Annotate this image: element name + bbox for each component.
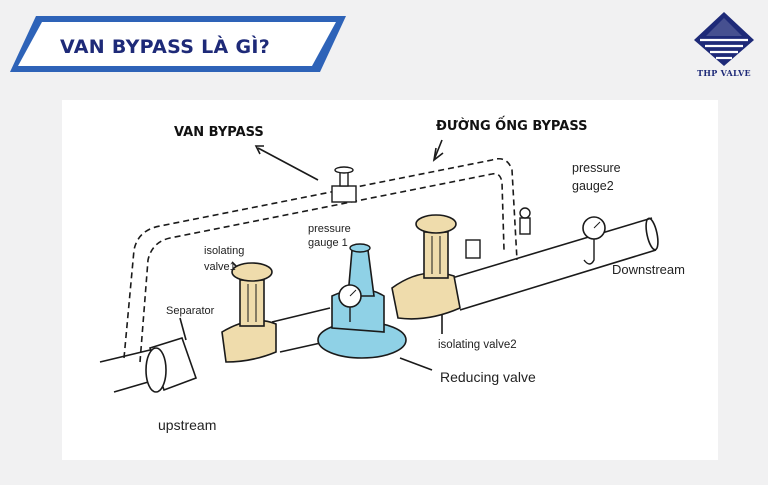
- label-pressure-gauge1-line1: pressure: [308, 223, 351, 235]
- label-pressure-gauge2-line2: gauge2: [572, 179, 614, 193]
- reducing-valve-arrow: [399, 357, 433, 371]
- pressure-gauge-2: [582, 216, 606, 265]
- brand-name: THP VALVE: [697, 68, 751, 78]
- page-title: VAN BYPASS LÀ GÌ?: [60, 36, 271, 58]
- van-bypass-arrow: [257, 147, 319, 181]
- label-isolating-valve1-line1: isolating: [204, 245, 244, 257]
- diagram-drawing: VAN BYPASS ĐƯỜNG ỐNG BYPASS pressure gau…: [99, 116, 685, 433]
- bypass-valve: [331, 166, 357, 203]
- label-pressure-gauge2-line1: pressure: [572, 161, 621, 175]
- isolating-valve-1: [221, 262, 277, 363]
- downstream-pipe: [451, 217, 657, 311]
- label-downstream: Downstream: [612, 262, 685, 277]
- bypass-line: [123, 157, 518, 359]
- banner-shape: [10, 16, 346, 72]
- pipe-fitting: [465, 207, 531, 259]
- label-bypass-pipe: ĐƯỜNG ỐNG BYPASS: [436, 116, 587, 134]
- separator: [145, 337, 198, 393]
- title-banner: VAN BYPASS LÀ GÌ?: [0, 0, 360, 80]
- label-isolating-valve2: isolating valve2: [438, 339, 517, 351]
- isolating-valve-2: [391, 214, 461, 320]
- reducing-valve: [317, 243, 407, 359]
- label-upstream: upstream: [158, 417, 216, 433]
- pressure-gauge-1: [338, 284, 362, 322]
- logo-icon: [694, 12, 754, 66]
- label-reducing-valve: Reducing valve: [440, 369, 536, 385]
- bypass-diagram: VAN BYPASS ĐƯỜNG ỐNG BYPASS pressure gau…: [62, 100, 718, 460]
- brand-logo: THP VALVE: [688, 10, 760, 80]
- label-separator: Separator: [166, 305, 215, 317]
- label-isolating-valve1-line2: valve1: [204, 261, 236, 273]
- label-van-bypass: VAN BYPASS: [174, 125, 264, 140]
- label-pressure-gauge1-line2: gauge 1: [308, 237, 348, 249]
